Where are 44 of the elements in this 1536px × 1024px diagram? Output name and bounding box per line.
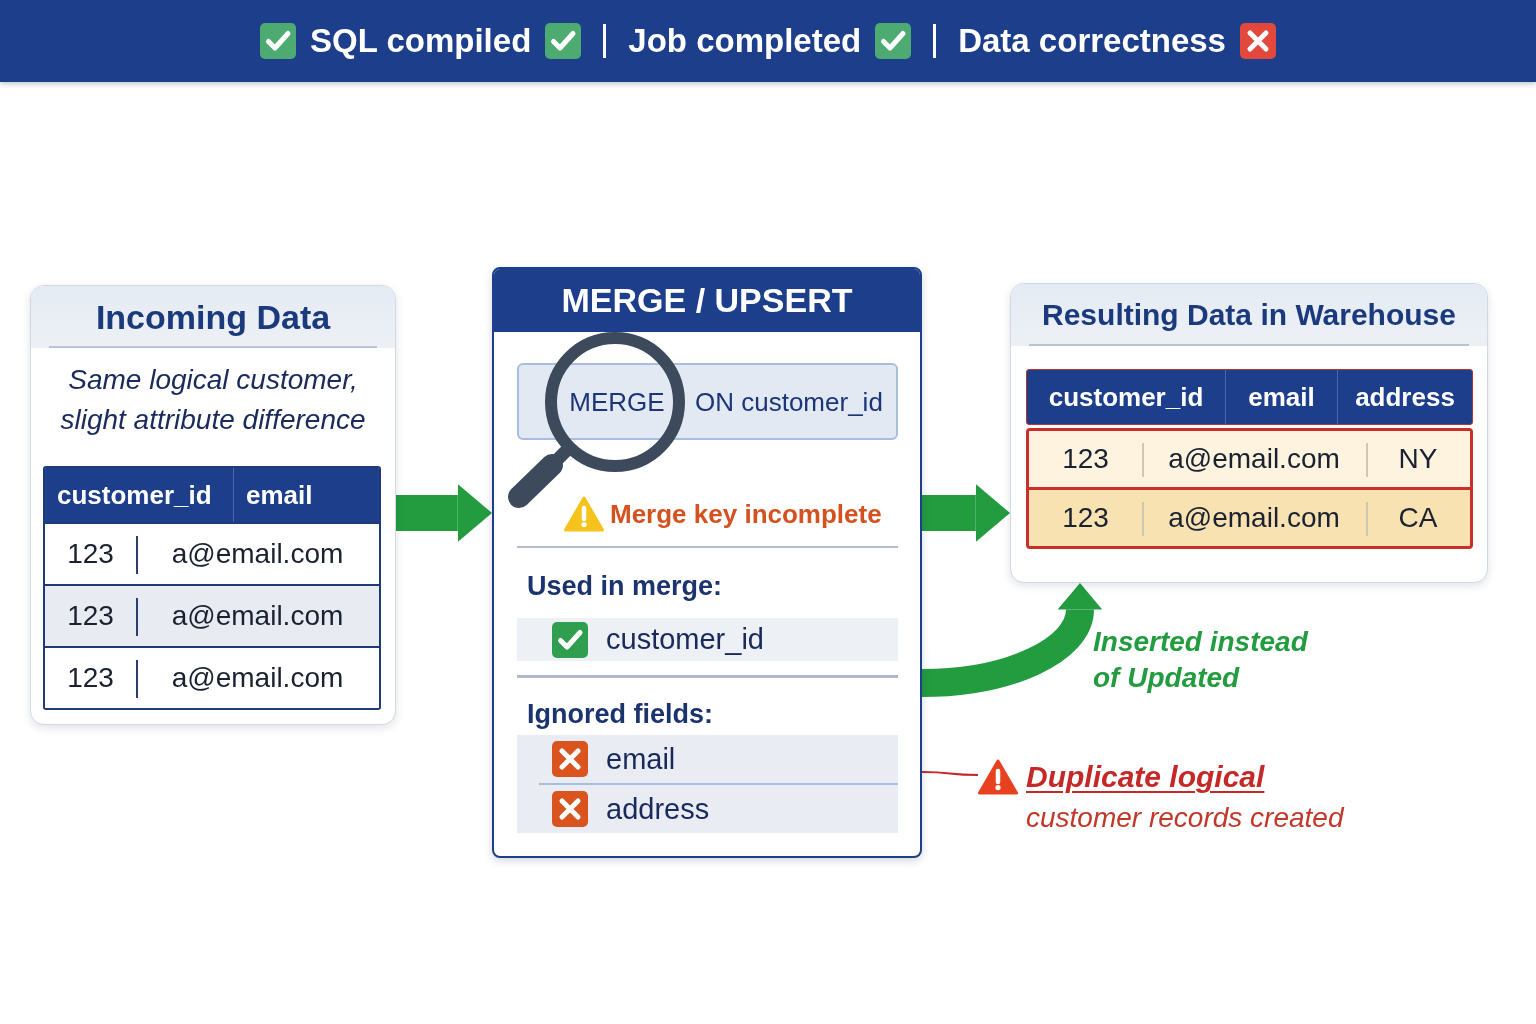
warning-note: Duplicate logical customer records created bbox=[1026, 759, 1346, 835]
field-name: address bbox=[606, 792, 710, 826]
table-cell-text: 123 bbox=[1061, 501, 1110, 535]
block-arrow bbox=[396, 484, 492, 542]
field-name: email bbox=[606, 742, 676, 776]
status-banner bbox=[0, 0, 1536, 82]
column-header: email bbox=[1225, 370, 1337, 424]
column-header: address bbox=[1337, 370, 1472, 424]
column-header: customer_id bbox=[56, 478, 213, 512]
data-panel bbox=[1010, 283, 1488, 583]
table-cell: a@email.com bbox=[1142, 431, 1366, 487]
panel-title: Incoming Data bbox=[95, 297, 331, 337]
field-name: customer_id bbox=[606, 623, 764, 656]
process-panel bbox=[492, 267, 922, 858]
status-text: Data correctness bbox=[958, 22, 1226, 60]
table-cell: a@email.com bbox=[136, 586, 379, 646]
table-cell: a@email.com bbox=[136, 648, 379, 708]
panel-title: Resulting Data in Warehouse bbox=[1042, 298, 1456, 332]
table-cell-text: 123 bbox=[66, 537, 115, 571]
status-text: Job completed bbox=[628, 22, 862, 60]
query-box bbox=[517, 363, 898, 440]
table-cell: NY bbox=[1366, 431, 1470, 487]
table-cell: CA bbox=[1366, 490, 1470, 546]
edge-label: Inserted instead of Updated bbox=[1093, 625, 1310, 695]
table-cell: a@email.com bbox=[136, 524, 379, 584]
warning-text: Merge key incomplete bbox=[610, 498, 882, 530]
query-text: ON customer_id bbox=[695, 386, 883, 417]
section-heading: Used in merge: bbox=[527, 570, 723, 602]
section-heading: Ignored fields: bbox=[527, 698, 713, 730]
table-cell-text: 123 bbox=[66, 661, 115, 695]
table-cell-text: 123 bbox=[66, 599, 115, 633]
query-text: MERGE bbox=[569, 386, 665, 417]
data-table bbox=[1026, 369, 1473, 549]
status-text: SQL compiled bbox=[310, 22, 532, 60]
curved-arrow bbox=[921, 583, 1103, 697]
column-header: customer_id bbox=[1047, 380, 1205, 414]
description-text: Same logical customer, slight attribute difference bbox=[59, 363, 367, 437]
block-arrow bbox=[922, 484, 1010, 542]
panel-title: MERGE / UPSERT bbox=[561, 281, 853, 320]
table-cell: a@email.com bbox=[1142, 490, 1366, 546]
data-table bbox=[43, 466, 381, 710]
data-panel bbox=[30, 285, 396, 725]
leader-line bbox=[921, 771, 979, 776]
table-cell-text: 123 bbox=[1061, 442, 1110, 476]
